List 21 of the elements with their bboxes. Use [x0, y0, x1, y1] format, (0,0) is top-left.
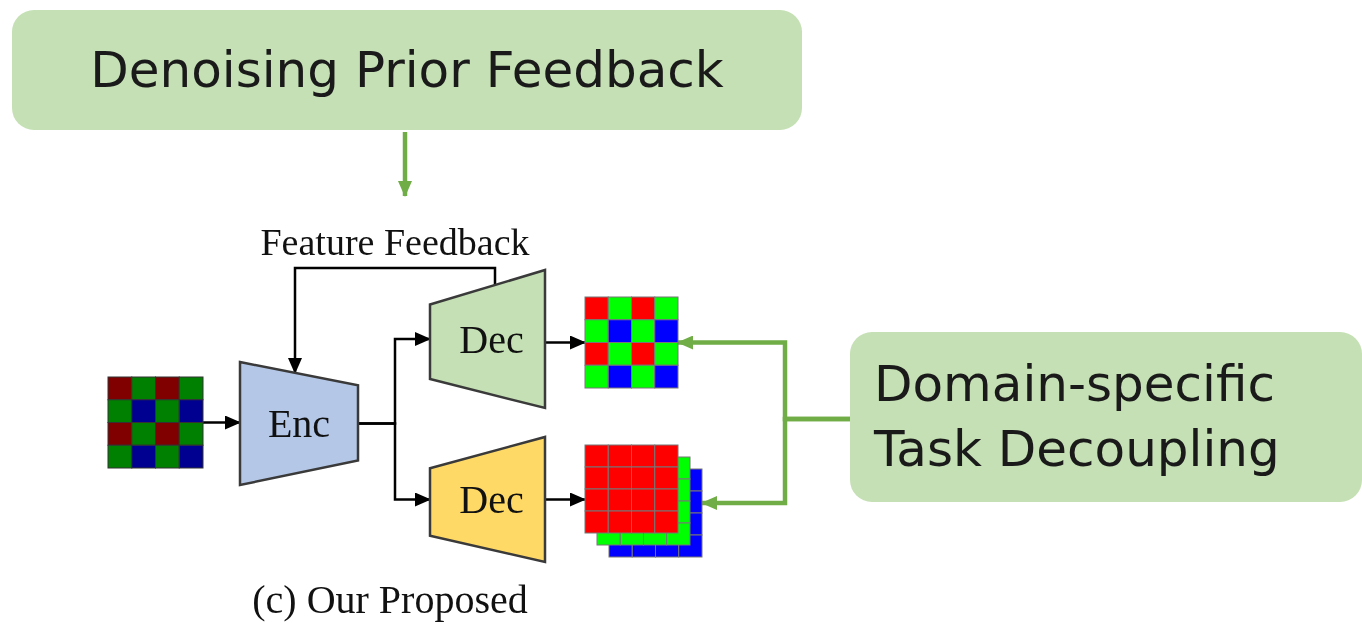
arrow — [358, 422, 431, 507]
encoder-trapezoid — [240, 362, 358, 485]
decoder-trapezoid — [430, 270, 545, 408]
pixel-grid-drawing — [585, 297, 678, 388]
task-box — [850, 332, 1362, 502]
caption: (c) Our Proposed — [252, 578, 528, 622]
arrow — [701, 416, 850, 510]
block-label: Enc — [267, 400, 331, 447]
arrow — [203, 415, 241, 430]
arrow — [398, 132, 412, 197]
arrow — [545, 492, 586, 507]
arrow — [288, 266, 497, 374]
arrow — [545, 335, 586, 350]
block-label: Dec — [459, 476, 524, 523]
pixel-grid-drawing — [108, 377, 203, 468]
box-label: Denoising Prior Feedback — [90, 39, 724, 101]
decoder-trapezoid — [430, 437, 545, 562]
block-label: Dec — [459, 315, 524, 363]
pixel-stack-drawing — [585, 445, 702, 557]
title-box — [12, 10, 802, 130]
box-label: Domain-specific Task Decoupling — [874, 354, 1281, 480]
